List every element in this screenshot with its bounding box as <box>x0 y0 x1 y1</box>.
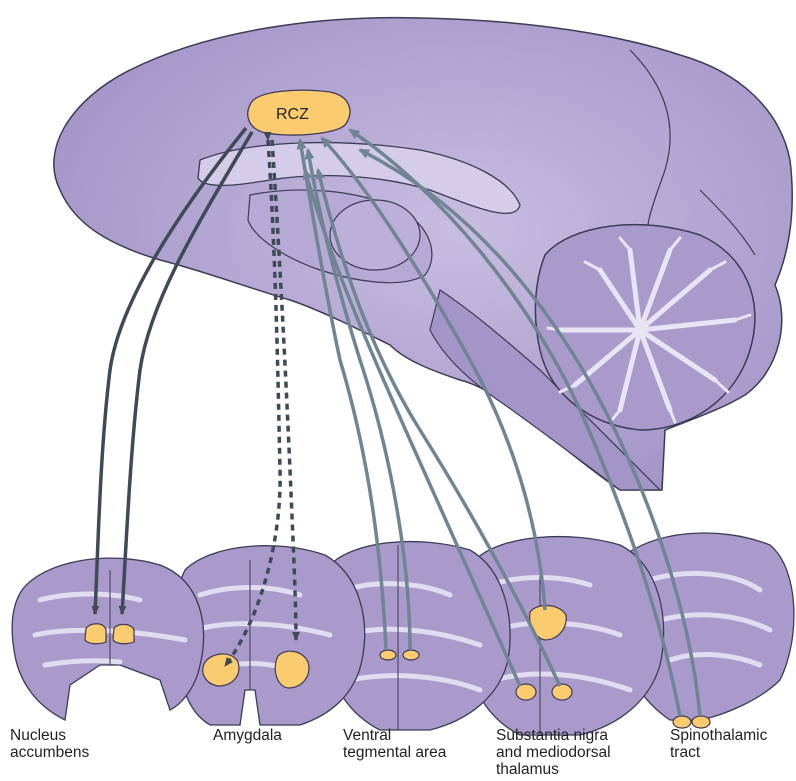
label-amygdala: Amygdala <box>213 727 282 744</box>
substantia-nigra-right <box>552 684 572 700</box>
nucleus-accumbens-left <box>85 624 106 644</box>
sagittal-brain <box>54 18 792 490</box>
amygdala-left <box>203 654 239 686</box>
label-spinothalamic-tract: Spinothalamic tract <box>670 727 772 761</box>
coronal-section-amygdala <box>176 546 364 725</box>
coronal-section-accumbens <box>12 558 204 720</box>
label-nucleus-accumbens: Nucleus accumbens <box>10 727 90 761</box>
rcz-region: RCZ <box>248 90 350 135</box>
region-labels: Nucleus accumbens Amygdala Ventral tegme… <box>10 727 772 778</box>
label-substantia-nigra: Substantia nigra and mediodorsal thalamu… <box>496 727 615 778</box>
vta-left <box>380 650 396 660</box>
rcz-label: RCZ <box>276 106 309 123</box>
label-ventral-tegmental-area: Ventral tegmental area <box>343 727 447 761</box>
nucleus-accumbens-right <box>113 624 134 643</box>
vta-right <box>403 650 419 660</box>
